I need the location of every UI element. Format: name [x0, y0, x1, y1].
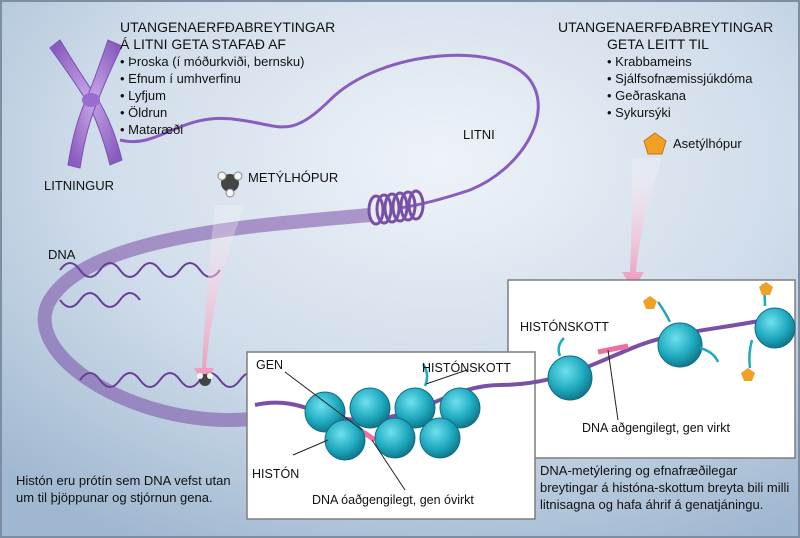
- gene-segment: [597, 343, 629, 355]
- chromosome-label: LITNINGUR: [44, 178, 115, 193]
- histone-cluster-inactive: [304, 363, 481, 461]
- chromosome-illustration: [49, 39, 123, 169]
- causes-list: Þroska (í móðurkviði, bernsku) Efnum í u…: [120, 53, 304, 138]
- causes-item: Þroska (í móðurkviði, bernsku): [120, 53, 304, 70]
- methylation-caption: DNA-metýlering og efnafræðilegar breytin…: [540, 463, 790, 512]
- histone-leader: [292, 439, 329, 456]
- gene-label: GEN: [256, 358, 284, 372]
- effects-heading-line2: GETA LEITT TIL: [607, 36, 709, 52]
- acetyl-arrow: [622, 158, 662, 290]
- dna-inaccessible-label: DNA óaðgengilegt, gen óvirkt: [312, 493, 474, 507]
- causes-item: Lyfjum: [120, 87, 304, 104]
- methyl-label: METÝLHÓPUR: [248, 170, 339, 185]
- histone-label: HISTÓN: [252, 467, 300, 481]
- acetyl-label: Asetýlhópur: [673, 136, 742, 151]
- histone-tail-label-left: HISTÓNSKOTT: [422, 361, 511, 375]
- effects-item: Sykursýki: [607, 104, 752, 121]
- chromatin-coil: [367, 189, 425, 226]
- gene-leader: [284, 371, 363, 431]
- methyl-group-icon: [217, 171, 243, 198]
- effects-item: Geðraskana: [607, 87, 752, 104]
- acetyl-group-icon: [643, 132, 667, 155]
- histone-tail-label-right: HISTÓNSKOTT: [520, 320, 609, 334]
- effects-item: Sjálfsofnæmissjúkdóma: [607, 70, 752, 87]
- dna-helix: [59, 262, 221, 308]
- causes-item: Efnum í umhverfinu: [120, 70, 304, 87]
- effects-list: Krabbameins Sjálfsofnæmissjúkdóma Geðras…: [607, 53, 752, 121]
- effects-item: Krabbameins: [607, 53, 752, 70]
- causes-heading-line1: UTANGENAERFÐABREYTINGAR: [120, 19, 336, 35]
- active-leader: [607, 349, 619, 421]
- dna-accessible-label: DNA aðgengilegt, gen virkt: [582, 421, 731, 435]
- methyl-arrow: [194, 205, 245, 385]
- histone-caption: Histón eru prótín sem DNA vefst utan um …: [16, 473, 231, 505]
- causes-heading-line2: Á LITNI GETA STAFAÐ AF: [120, 36, 286, 52]
- effects-heading-line1: UTANGENAERFÐABREYTINGAR: [558, 19, 774, 35]
- inactive-leader: [371, 439, 406, 491]
- dna-helix-lower: [79, 372, 261, 388]
- methyl-on-dna-icon: [197, 373, 213, 386]
- causes-item: Öldrun: [120, 104, 304, 121]
- dna-label: DNA: [48, 247, 76, 262]
- tail-leader: [425, 369, 468, 385]
- chromatin-label: LITNI: [463, 127, 495, 142]
- histone-cluster-active: [547, 282, 796, 401]
- causes-item: Mataræði: [120, 121, 304, 138]
